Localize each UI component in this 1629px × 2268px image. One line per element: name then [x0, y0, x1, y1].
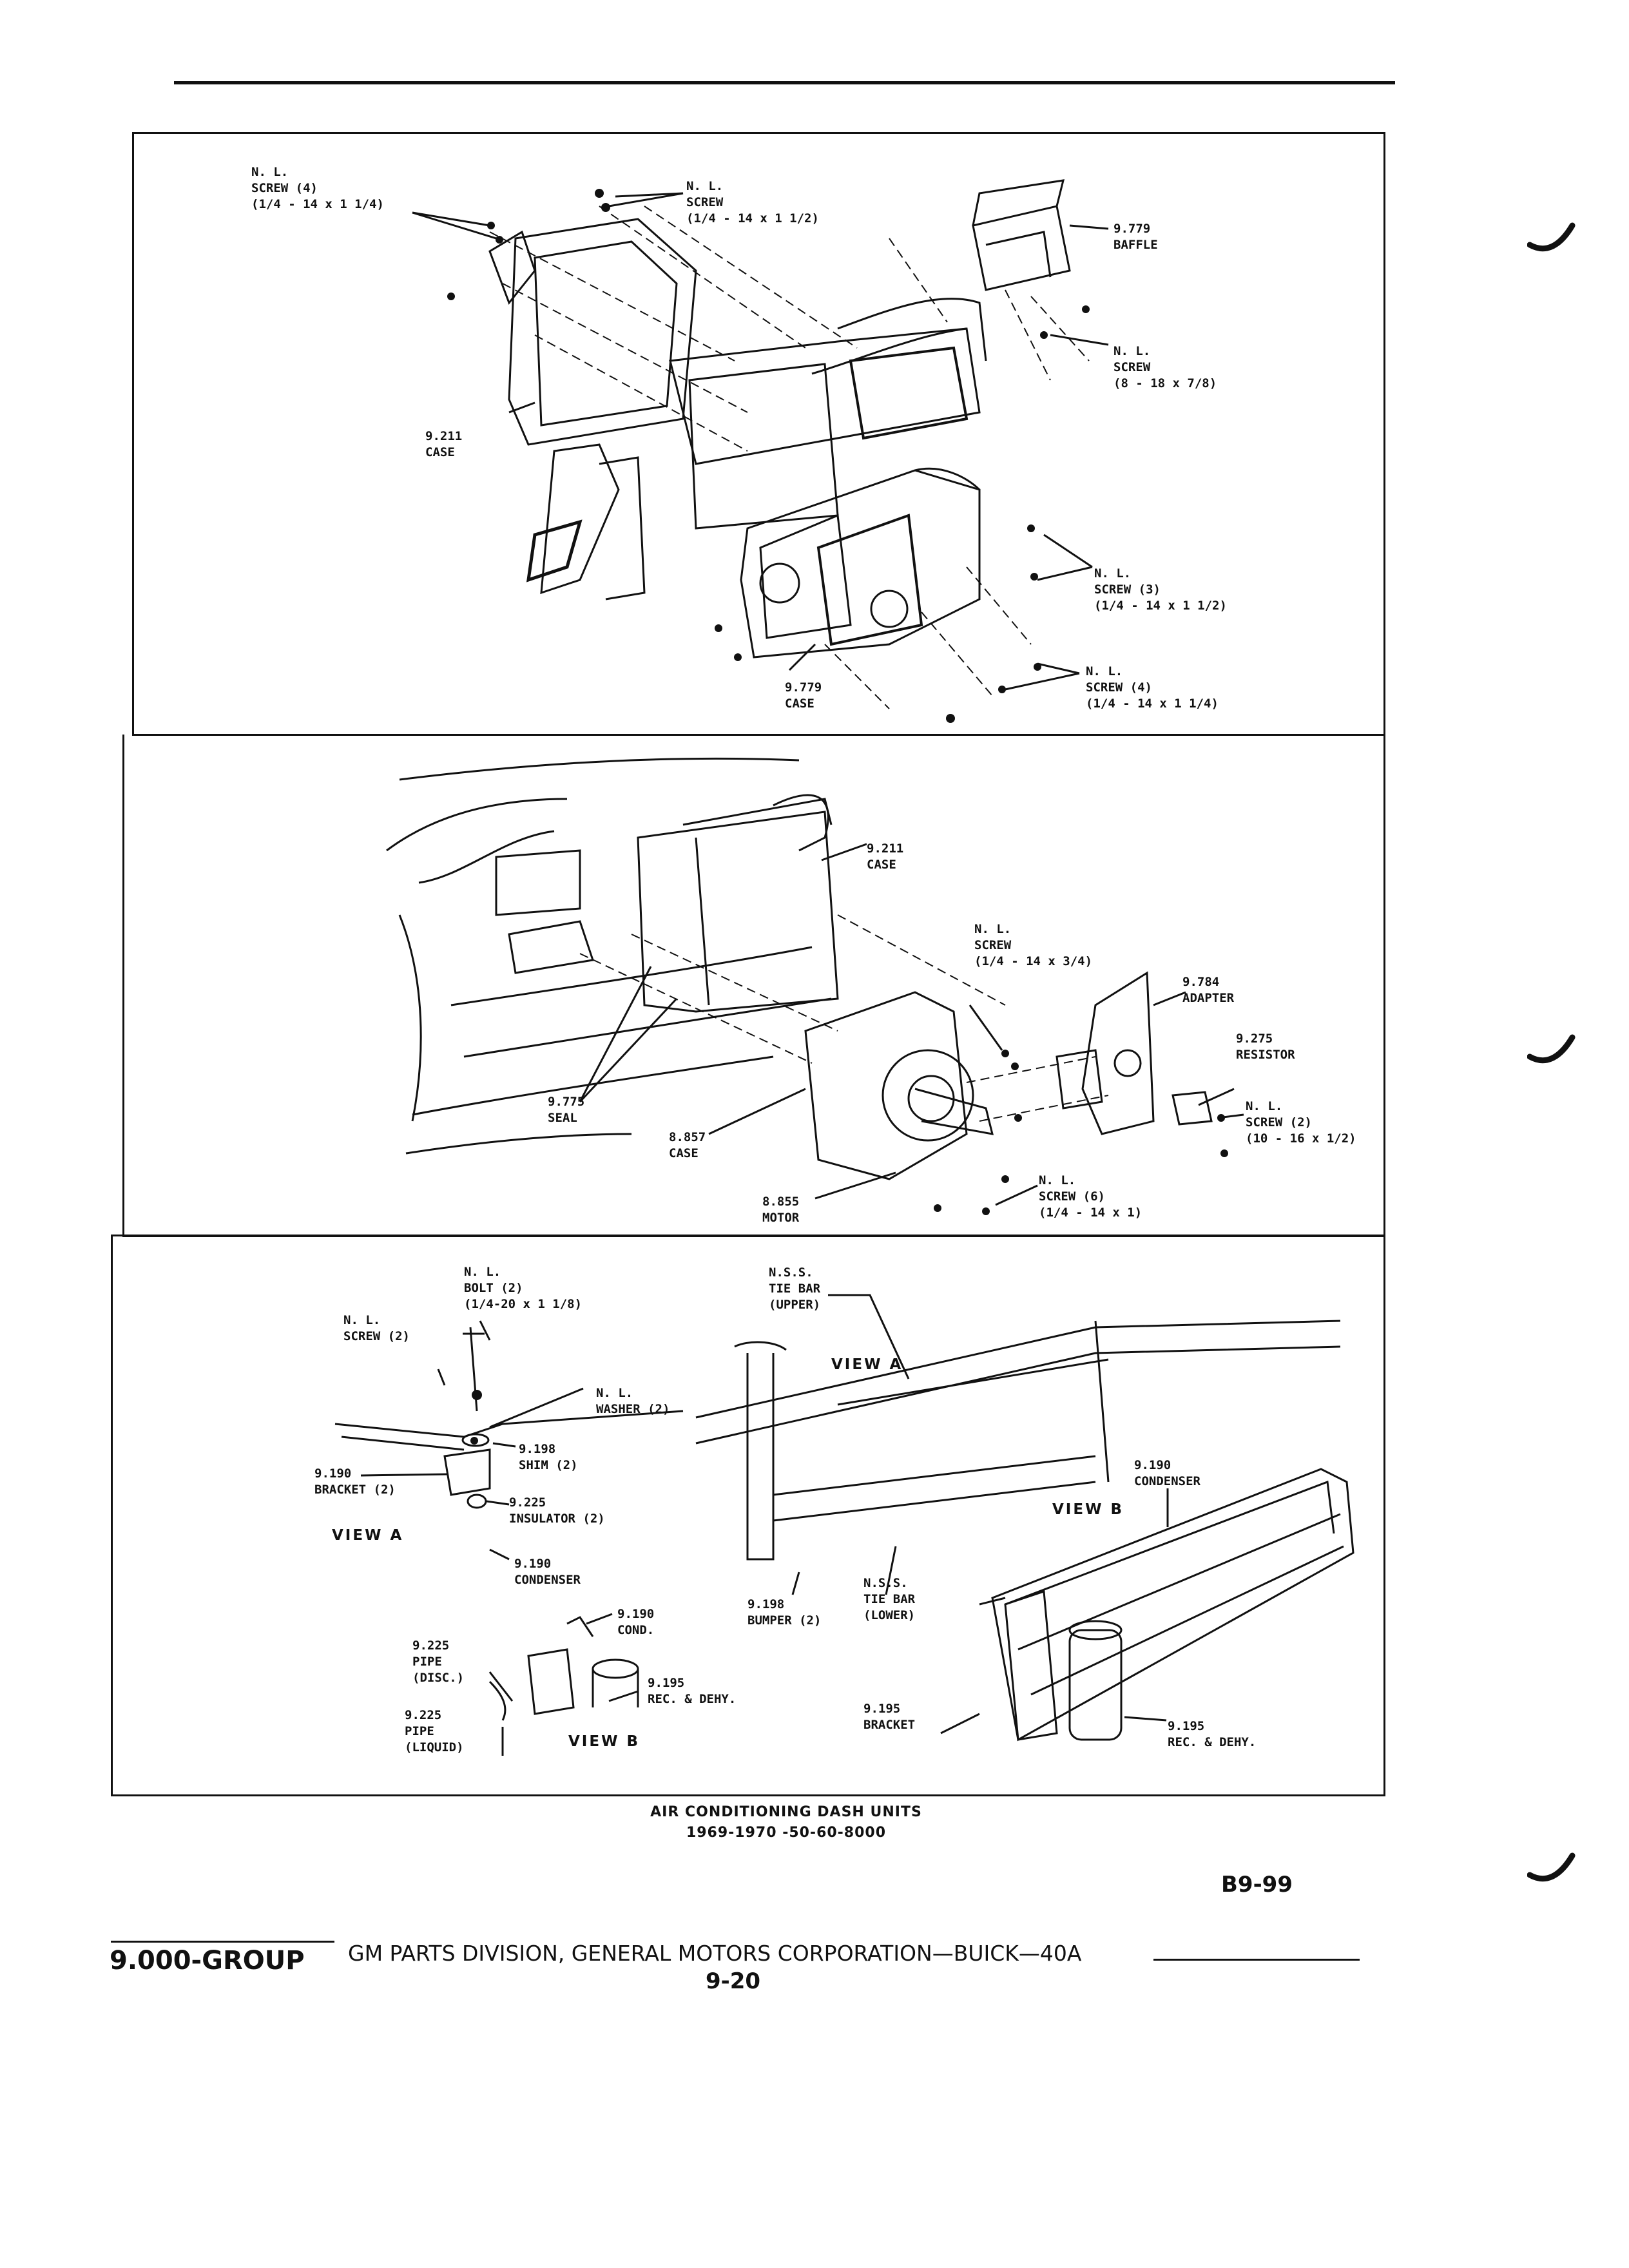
view-b-label-right: VIEW B [1052, 1501, 1124, 1518]
panel1-dash-structure [526, 298, 987, 601]
label-tie-bar-upper: N.S.S.TIE BAR(UPPER) [769, 1265, 821, 1312]
label-nl-screw-adapter: N. L.SCREW(1/4 - 14 x 3/4) [974, 922, 1093, 968]
page-code: B9-99 [1221, 1872, 1293, 1898]
panel3-receiver-dehydrator [979, 1590, 1123, 1741]
binder-hook-3 [1527, 1852, 1576, 1882]
panel-condenser-frame [111, 1235, 1385, 1796]
label-nl-washer: N. L.WASHER (2) [596, 1386, 670, 1416]
label-nl-screw-resistor: N. L.SCREW (2)(10 - 16 x 1/2) [1246, 1099, 1356, 1146]
binder-hook-1 [1527, 222, 1576, 252]
label-nl-screw-2-view-a: N. L.SCREW (2) [343, 1313, 410, 1343]
label-nl-screw-baffle: N. L.SCREW(8 - 18 x 7/8) [1113, 344, 1217, 390]
panel3-view-b-receiver [488, 1616, 639, 1721]
panel-heater-case-frame [132, 132, 1385, 736]
label-nl-screw-4-top-left: N. L.SCREW (4)(1/4 - 14 x 1 1/4) [251, 165, 384, 211]
label-nl-bolt: N. L.BOLT (2)(1/4-20 x 1 1/8) [464, 1265, 583, 1311]
binder-hook-2 [1527, 1034, 1576, 1064]
footer-group: 9.000-GROUP [110, 1946, 305, 1975]
panel1-case-9211 [488, 218, 697, 446]
panel1-evaporator-case-9779 [740, 467, 981, 658]
panel2-adapter-9784 [1055, 971, 1155, 1135]
view-a-label-right: VIEW A [831, 1356, 903, 1373]
panel3-radiator-support [695, 1320, 1341, 1561]
label-nl-screw-4-bottom: N. L.SCREW (4)(1/4 - 14 x 1 1/4) [1086, 664, 1219, 711]
panel2-blower-case-8857 [804, 991, 994, 1180]
panel2-case-9211 [637, 794, 839, 1013]
top-rule [174, 81, 1395, 84]
label-nl-screw-6: N. L.SCREW (6)(1/4 - 14 x 1) [1039, 1173, 1142, 1220]
label-tie-bar-lower: N.S.S.TIE BAR(LOWER) [863, 1576, 916, 1622]
caption-years: 1969-1970 -50-60-8000 [686, 1825, 887, 1841]
label-nl-screw-top: N. L.SCREW(1/4 - 14 x 1 1/2) [686, 179, 819, 226]
view-b-label-left: VIEW B [568, 1733, 640, 1750]
panel3-condenser-9190 [991, 1468, 1354, 1742]
footer-rule-right [1153, 1959, 1360, 1961]
panel3-view-a-bracket [334, 1327, 684, 1509]
footer-rule-left [111, 1941, 334, 1943]
view-a-label-left: VIEW A [332, 1527, 404, 1544]
footer-page-number: 9-20 [706, 1968, 761, 1994]
panel2-resistor-9275 [1171, 1091, 1213, 1126]
label-nl-screw-3: N. L.SCREW (3)(1/4 - 14 x 1 1/2) [1094, 566, 1227, 613]
footer-division: GM PARTS DIVISION, GENERAL MOTORS CORPOR… [348, 1941, 1082, 1966]
panel2-firewall [386, 757, 832, 1155]
panel1-baffle-9779 [972, 179, 1071, 291]
caption-title: AIR CONDITIONING DASH UNITS [650, 1804, 922, 1820]
